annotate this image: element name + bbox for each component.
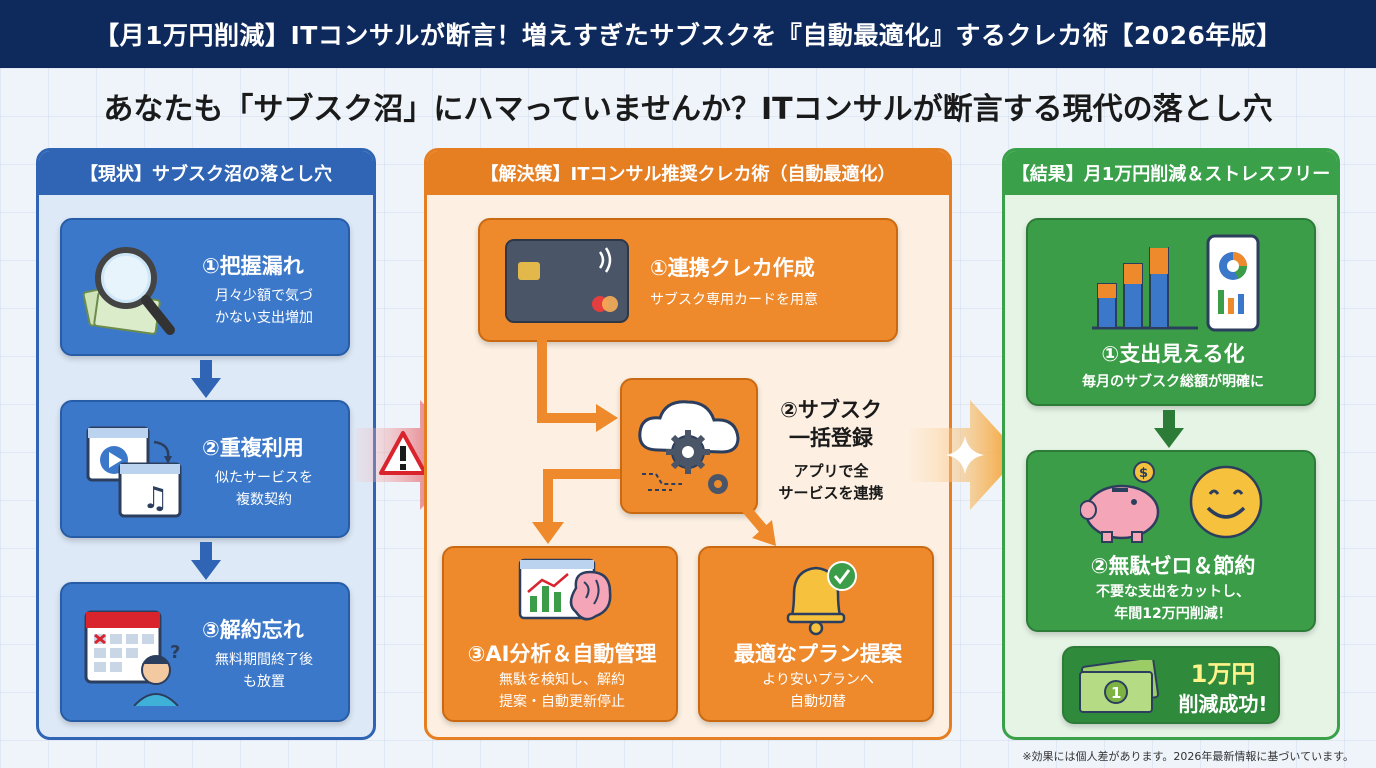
arrow-down-icon xyxy=(1154,410,1184,448)
cloud-gear-icon xyxy=(638,400,740,494)
connector-arrow xyxy=(537,340,618,432)
savings-badge: 1 1万円 削減成功! xyxy=(1062,646,1280,724)
card-title: 最適なプラン提案 xyxy=(734,642,902,666)
credit-card-icon xyxy=(505,239,629,323)
card-visibility: ①支出見える化 毎月のサブスク総額が明確に xyxy=(1026,218,1316,406)
card-desc-line1: より安いプランへ xyxy=(762,672,874,688)
footnote: ※効果には個人差があります。2026年最新情報に基づいています。 xyxy=(1022,750,1354,763)
card-cloud-sync xyxy=(620,378,758,514)
card-desc-line2: 自動切替 xyxy=(790,694,846,710)
badge-amount: 1万円 xyxy=(1190,660,1256,688)
card-title: ③解約忘れ xyxy=(202,618,304,642)
card-desc-line2: も放置 xyxy=(243,674,285,690)
arrow-down-icon xyxy=(191,542,221,580)
card-linked-credit-card: ①連携クレカ作成 サブスク専用カードを用意 xyxy=(478,218,898,342)
step2-desc-line2: サービスを連携 xyxy=(778,484,884,502)
duplicate-apps-icon: ♫ xyxy=(86,426,182,518)
card-optimal-plan: 最適なプラン提案 より安いプランへ 自動切替 xyxy=(698,546,934,722)
svg-text:$: $ xyxy=(1139,466,1148,481)
bell-check-icon xyxy=(786,561,857,636)
chart-phone-icon xyxy=(1092,234,1260,332)
card-desc-line1: 似たサービスを xyxy=(215,470,313,486)
card-ai-analysis: ③AI分析＆自動管理 無駄を検知し、解約 提案・自動更新停止 xyxy=(442,546,678,722)
card-duplicate-use: ♫ ②重複利用 似たサービスを 複数契約 xyxy=(60,400,350,538)
card-desc-line2: 複数契約 xyxy=(236,492,292,508)
column-heading-results: 【結果】月1万円削減＆ストレスフリー xyxy=(1005,151,1337,195)
warning-icon xyxy=(379,431,427,475)
card-title: ③AI分析＆自動管理 xyxy=(467,642,657,666)
page-title: 【月1万円削減】ITコンサルが断言！増えすぎたサブスクを『自動最適化』するクレカ… xyxy=(0,0,1376,68)
card-title: ①把握漏れ xyxy=(202,254,304,278)
badge-label: 削減成功! xyxy=(1178,692,1268,716)
banknote-icon: 1 xyxy=(1079,660,1160,713)
sparkle-icon xyxy=(946,436,984,474)
card-desc-line2: 年間12万円削減！ xyxy=(1114,606,1232,622)
arrow-down-icon xyxy=(191,360,221,398)
card-zero-waste: $ ②無駄ゼロ＆節約 不要な支出をカットし、 年間12万円削減！ xyxy=(1026,450,1316,632)
smiley-icon xyxy=(1189,465,1263,539)
page-subtitle: あなたも「サブスク沼」にハマっていませんか？ITコンサルが断言する現代の落とし穴 xyxy=(103,92,1273,127)
column-heading-solution: 【解決策】ITコンサル推奨クレカ術（自動最適化） xyxy=(427,151,949,195)
card-desc: サブスク専用カードを用意 xyxy=(650,292,818,308)
card-forgot-cancel: ? ③解約忘れ 無料期間終了後 も放置 xyxy=(60,582,350,722)
svg-text:♫: ♫ xyxy=(142,481,169,516)
card-awareness-gap: ①把握漏れ 月々少額で気づ かない支出増加 xyxy=(60,218,350,356)
svg-text:?: ? xyxy=(170,642,180,663)
connector-arrow xyxy=(532,469,620,544)
magnifier-money-icon xyxy=(82,247,175,335)
piggy-bank-icon: $ xyxy=(1080,461,1160,543)
card-title: ②無駄ゼロ＆節約 xyxy=(1090,554,1256,578)
card-desc-line1: 無駄を検知し、解約 xyxy=(499,672,625,688)
step2-title-line2: 一括登録 xyxy=(789,426,873,450)
card-desc-line1: 無料期間終了後 xyxy=(215,652,313,668)
card-desc-line1: 月々少額で気づ xyxy=(215,288,313,304)
card-title: ①支出見える化 xyxy=(1101,342,1245,366)
card-title: ②重複利用 xyxy=(202,436,304,460)
step2-title-line1: ②サブスク xyxy=(780,398,882,422)
step2-desc-line1: アプリで全 xyxy=(793,462,869,480)
column-heading-current: 【現状】サブスク沼の落とし穴 xyxy=(39,151,373,195)
card-desc: 毎月のサブスク総額が明確に xyxy=(1082,374,1264,390)
calendar-worried-person-icon: ? xyxy=(84,610,180,706)
svg-text:1: 1 xyxy=(1111,684,1121,702)
ai-brain-chart-icon xyxy=(518,558,612,621)
card-desc-line2: かない支出増加 xyxy=(215,310,313,326)
card-desc-line1: 不要な支出をカットし、 xyxy=(1096,584,1250,600)
page-title-text: 【月1万円削減】ITコンサルが断言！増えすぎたサブスクを『自動最適化』するクレカ… xyxy=(94,21,1282,50)
card-desc-line2: 提案・自動更新停止 xyxy=(499,694,625,710)
card-title: ①連携クレカ作成 xyxy=(650,256,815,280)
connector-arrow xyxy=(738,500,776,546)
